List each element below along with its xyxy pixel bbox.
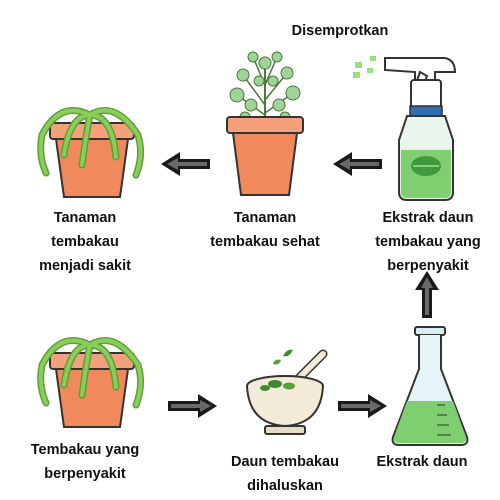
extract-bottle-label: Ekstrak daun tembakau yang berpenyakit (375, 210, 481, 274)
mortar-pestle-icon (246, 349, 328, 435)
healthy-plant-label: Tanaman tembakau sehat (210, 210, 320, 250)
flask-icon (391, 326, 469, 446)
leaf-extract-label: Ekstrak daun (376, 454, 468, 470)
arrow-right-icon (338, 394, 387, 418)
diseased-plant-icon (37, 337, 145, 428)
arrow-left-icon (333, 152, 382, 176)
arrow-right-icon (168, 394, 217, 418)
sick-plant-icon (37, 107, 145, 198)
arrow-up-icon (415, 271, 439, 318)
arrow-left-icon (161, 152, 210, 176)
spray-bottle-icon (353, 56, 457, 201)
spray-title: Disemprotkan (291, 23, 389, 39)
healthy-plant-icon (226, 51, 304, 196)
sick-plant-label: Tanaman tembakau menjadi sakit (39, 210, 131, 274)
ground-leaves-label: Daun tembakau dihaluskan (231, 454, 339, 494)
diseased-plant-label: Tembakau yang berpenyakit (30, 442, 140, 482)
